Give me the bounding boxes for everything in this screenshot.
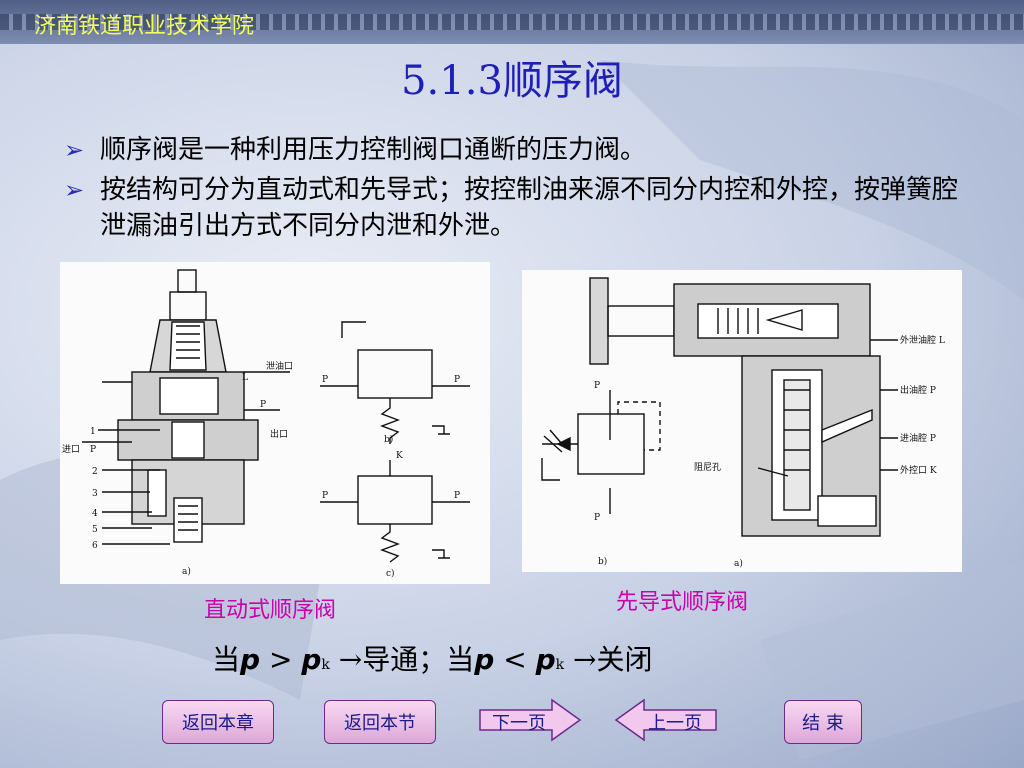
symbol-P1-label: P xyxy=(594,381,600,391)
port-P1-label: P xyxy=(90,445,96,455)
part-number-5: 5 xyxy=(92,525,98,535)
pilot-operated-caption: 先导式顺序阀 xyxy=(616,590,749,615)
next-page-button[interactable]: 下一页 xyxy=(478,698,582,742)
prev-page-button[interactable]: 上一页 xyxy=(614,698,718,742)
part-number-6: 6 xyxy=(92,541,98,551)
formula-p-2: p xyxy=(474,643,495,676)
arrow-bullet-icon: ➢ xyxy=(64,136,85,164)
left-arrow-icon xyxy=(614,698,717,742)
outlet-label: 出口 xyxy=(270,428,288,440)
formula-less-than: < xyxy=(503,643,527,676)
part-number-3: 3 xyxy=(92,489,98,499)
bullet-text: 按结构可分为直动式和先导式；按控制油来源不同分内控和外控，按弹簧腔泄漏油引出方式… xyxy=(100,175,959,241)
right-arrow-icon xyxy=(479,698,582,742)
part-number-1: 1 xyxy=(90,427,96,437)
formula-arrow-2: → xyxy=(573,643,597,676)
formula-pk-1: p xyxy=(301,643,322,676)
bullet-text: 顺序阀是一种利用压力控制阀口通断的压力阀。 xyxy=(100,135,647,165)
formula-open-text: 导通； xyxy=(362,643,447,676)
bullet-item: ➢ 顺序阀是一种利用压力控制阀口通断的压力阀。 xyxy=(64,132,964,168)
arrow-bullet-icon: ➢ xyxy=(64,176,85,204)
symbol-b-P1-label: P xyxy=(322,375,328,385)
header-stripes xyxy=(0,14,1024,30)
outlet-cavity-label: 出油腔 P xyxy=(900,384,936,396)
part-number-4: 4 xyxy=(92,509,98,519)
figure-a-label: a) xyxy=(182,566,191,577)
formula-greater-than: > xyxy=(268,643,293,676)
formula-p-1: p xyxy=(240,643,261,676)
school-name: 济南铁道职业技术学院 xyxy=(34,14,255,39)
direct-acting-valve-figure: 泄油口 L P 出口 进口 P 1 2 3 4 5 6 a) P P b) K … xyxy=(60,262,490,584)
slide-title: 5.1.3顺序阀 xyxy=(401,58,623,104)
formula-k-subscript-1: k xyxy=(321,657,330,673)
figure-a-label: a) xyxy=(734,558,743,569)
back-to-section-button[interactable]: 返回本节 xyxy=(324,700,436,744)
formula-when-2: 当 xyxy=(446,643,475,676)
direct-acting-caption: 直动式顺序阀 xyxy=(204,598,337,623)
pilot-operated-valve-figure: 外泄油腔 L 出油腔 P 进油腔 P 外控口 K 阻尼孔 P P a) b) xyxy=(522,270,962,572)
symbol-c-P2-label: P xyxy=(454,491,460,501)
prev-page-label: 上一页 xyxy=(648,713,702,734)
figure-b-label: b) xyxy=(384,434,393,445)
bullet-item: ➢ 按结构可分为直动式和先导式；按控制油来源不同分内控和外控，按弹簧腔泄漏油引出… xyxy=(64,172,964,244)
ext-leak-cavity-label: 外泄油腔 L xyxy=(900,334,945,346)
inlet-label: 进口 xyxy=(62,444,80,455)
end-button[interactable]: 结 束 xyxy=(784,700,862,744)
inlet-cavity-label: 进油腔 P xyxy=(900,432,936,444)
formula-close-text: 关闭 xyxy=(596,643,653,676)
ext-control-port-label: 外控口 K xyxy=(900,464,937,476)
control-K-label: K xyxy=(396,451,403,461)
back-to-chapter-button[interactable]: 返回本章 xyxy=(162,700,274,744)
symbol-P2-label: P xyxy=(594,513,600,523)
damping-hole-label: 阻尼孔 xyxy=(694,462,721,473)
formula-when-1: 当 xyxy=(212,643,241,676)
formula-pk-2: p xyxy=(535,643,556,676)
opening-condition-formula: 当p > pk →导通；当p < pk →关闭 xyxy=(212,638,653,678)
figure-c-label: c) xyxy=(386,568,395,579)
port-P2-label: P xyxy=(260,400,266,410)
figure-b-label: b) xyxy=(598,556,607,567)
next-page-label: 下一页 xyxy=(492,713,546,734)
symbol-b-P2-label: P xyxy=(454,375,460,385)
symbol-c-P1-label: P xyxy=(322,491,328,501)
port-L-label: L xyxy=(242,373,248,383)
leak-port-label: 泄油口 xyxy=(266,360,293,372)
formula-arrow-1: → xyxy=(338,643,363,676)
part-number-2: 2 xyxy=(92,467,98,477)
formula-k-subscript-2: k xyxy=(555,657,565,673)
bullet-list: ➢ 顺序阀是一种利用压力控制阀口通断的压力阀。 ➢ 按结构可分为直动式和先导式；… xyxy=(64,132,964,248)
